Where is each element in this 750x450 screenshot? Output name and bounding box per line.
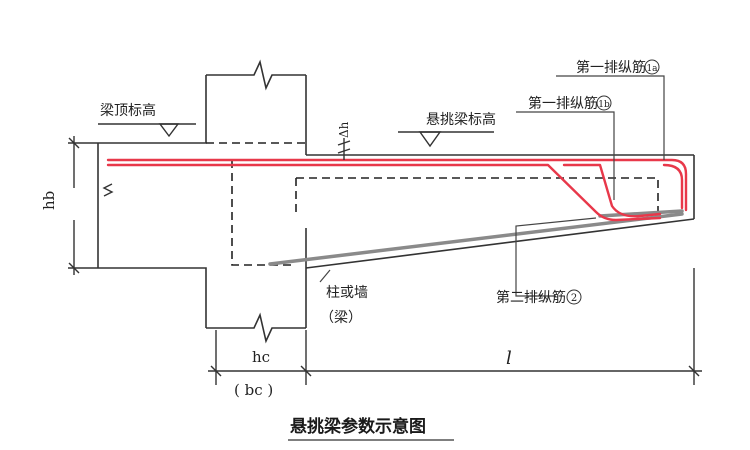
rebar-1a-label: 第一排纵筋 bbox=[576, 59, 646, 76]
hc-label: hc bbox=[252, 348, 270, 366]
bottom-rebars bbox=[268, 209, 684, 266]
rebar-1b-mark: 1b bbox=[598, 100, 610, 110]
rebar-2-label: 第二排纵筋 bbox=[496, 289, 566, 306]
cantilever-elevation-icon bbox=[418, 131, 442, 148]
rebar-2-mark-icon bbox=[566, 289, 582, 305]
beam-paren-label: （梁） bbox=[320, 310, 362, 326]
column-outline bbox=[98, 59, 307, 344]
beam-top-elevation-label: 梁顶标高 bbox=[100, 102, 156, 119]
cantilever-beam-outline bbox=[305, 154, 695, 269]
bc-label: ( bc ) bbox=[234, 381, 273, 399]
hb-label: hb bbox=[40, 191, 58, 210]
hb-dimension bbox=[68, 136, 114, 275]
leader-lines bbox=[319, 75, 665, 297]
hidden-edges bbox=[206, 142, 659, 266]
diagram-caption: 悬挑梁参数示意图 bbox=[290, 416, 426, 437]
column-or-wall-label: 柱或墙 bbox=[326, 285, 368, 301]
rebar-1b-mark-icon bbox=[596, 95, 612, 111]
top-rebars bbox=[106, 158, 688, 222]
length-label: l bbox=[506, 348, 512, 369]
delta-h-label: Δh bbox=[337, 121, 351, 138]
beam-top-elevation-icon bbox=[158, 123, 180, 138]
rebar-2-mark: 2 bbox=[571, 293, 577, 304]
rebar-1a-mark-icon bbox=[644, 59, 660, 75]
delta-h-marker bbox=[337, 138, 351, 160]
elevation-markers bbox=[98, 123, 494, 148]
rebar-1b-label: 第一排纵筋 bbox=[528, 95, 598, 112]
bottom-dimensions bbox=[208, 268, 702, 385]
cantilever-elevation-label: 悬挑梁标高 bbox=[426, 111, 496, 128]
rebar-1a-mark: 1a bbox=[646, 64, 658, 74]
